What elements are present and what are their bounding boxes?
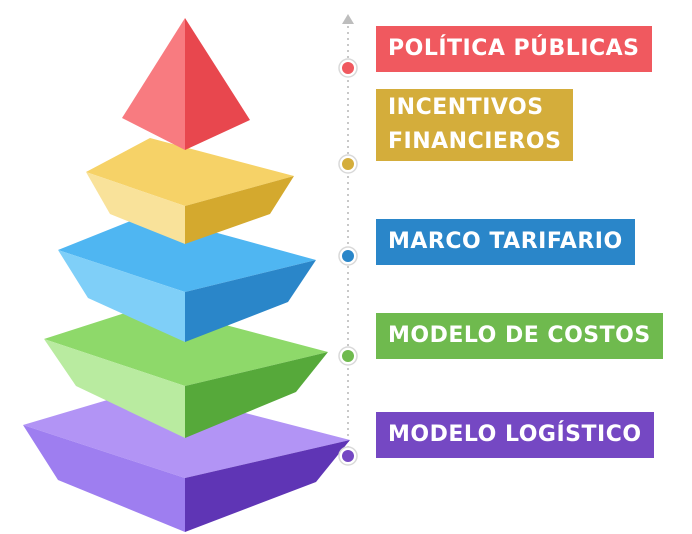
marker-dot-3-fill (342, 250, 354, 262)
marker-dot-1-fill (342, 62, 354, 74)
level-label-incentivos-financieros: INCENTIVOS FINANCIEROS (376, 89, 574, 161)
timeline-markers (338, 58, 358, 466)
marker-dot-2-fill (342, 158, 354, 170)
marker-dot-5-fill (342, 450, 354, 462)
pyramid-level-4 (44, 305, 328, 438)
pyramid-level-2 (86, 138, 294, 244)
level-label-modelo-logistico: MODELO LOGÍSTICO (376, 412, 654, 458)
level-label-line: FINANCIEROS (388, 129, 562, 154)
level-label-marco-tarifario: MARCO TARIFARIO (376, 219, 635, 265)
timeline (342, 14, 354, 458)
pyramid-level-1 (122, 18, 250, 150)
level-label-politica-publicas: POLÍTICA PÚBLICAS (376, 26, 652, 72)
level-label-modelo-de-costos: MODELO DE COSTOS (376, 313, 663, 359)
level-label-line: INCENTIVOS (388, 95, 544, 120)
timeline-arrow-icon (342, 14, 354, 24)
pyramid-level-3 (58, 214, 316, 342)
marker-dot-4-fill (342, 350, 354, 362)
